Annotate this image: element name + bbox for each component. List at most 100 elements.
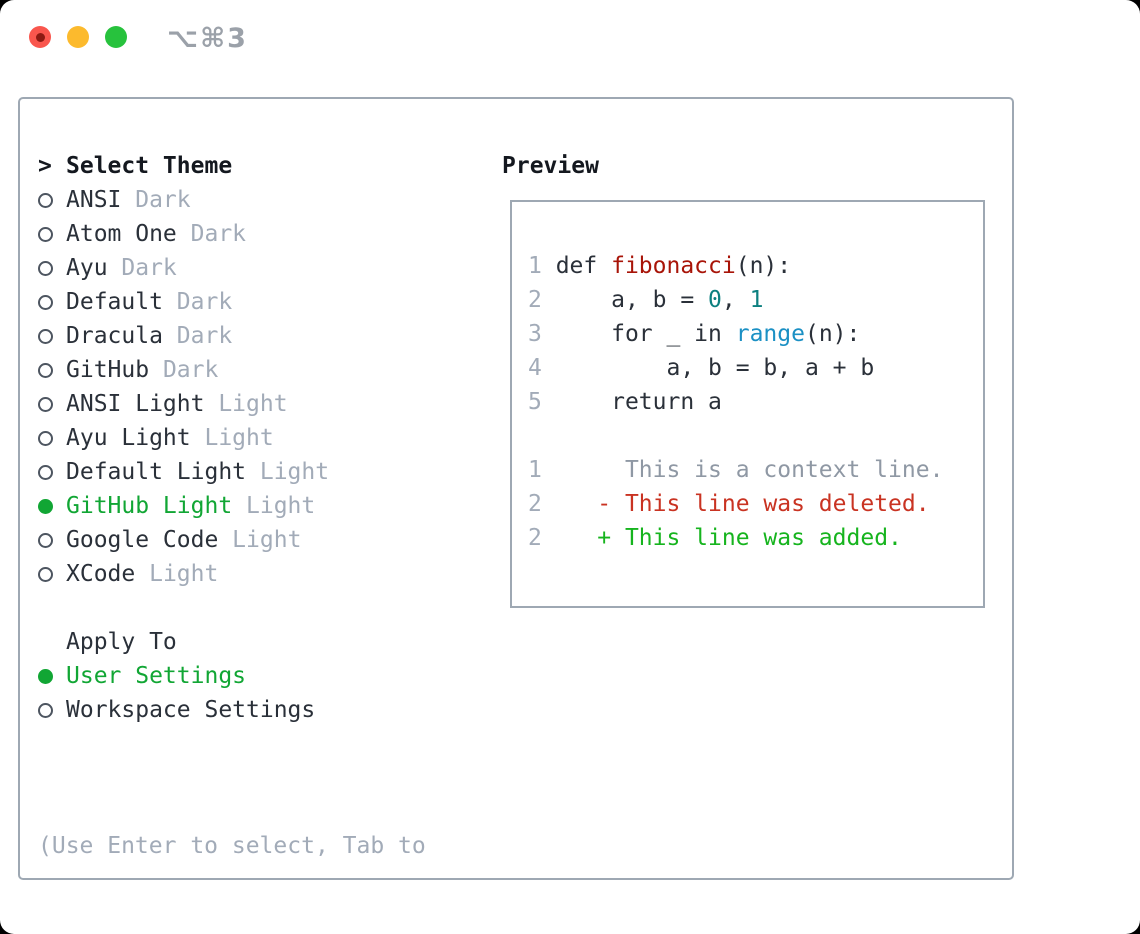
code-line: 1 def fibonacci(n): bbox=[528, 253, 792, 279]
radio-icon bbox=[38, 260, 53, 276]
theme-option[interactable]: Ayu Dark bbox=[38, 251, 426, 285]
code-line: 4 a, b = b, a + b bbox=[528, 355, 875, 381]
spacer bbox=[38, 591, 426, 625]
radio-cell bbox=[38, 668, 66, 684]
theme-option[interactable]: XCode Light bbox=[38, 557, 426, 591]
code-line: 2 - This line was deleted. bbox=[528, 491, 930, 517]
radio-cell bbox=[38, 464, 66, 480]
apply-to-option[interactable]: User Settings bbox=[38, 659, 426, 693]
code-line bbox=[528, 419, 983, 453]
theme-option[interactable]: Dracula Dark bbox=[38, 319, 426, 353]
radio-icon bbox=[38, 702, 53, 718]
spacer bbox=[38, 727, 426, 761]
radio-cell bbox=[38, 362, 66, 378]
radio-cell bbox=[38, 566, 66, 582]
theme-option[interactable]: GitHub Light Light bbox=[38, 489, 426, 523]
radio-cell bbox=[38, 430, 66, 446]
zoom-button[interactable] bbox=[105, 26, 127, 48]
code-line: 5 return a bbox=[528, 389, 722, 415]
radio-cell bbox=[38, 532, 66, 548]
apply-to-header: Apply To bbox=[38, 625, 426, 659]
option-variant: Light bbox=[135, 561, 219, 587]
radio-cell bbox=[38, 226, 66, 242]
code-line: 2 a, b = 0, 1 bbox=[528, 287, 764, 313]
theme-option[interactable]: ANSI Light Light bbox=[38, 387, 426, 421]
window-title: ⌥⌘3 bbox=[167, 23, 248, 54]
preview-title: Preview bbox=[502, 153, 599, 179]
theme-option[interactable]: Google Code Light bbox=[38, 523, 426, 557]
keyboard-hint-line1: (Use Enter to select, Tab to bbox=[38, 833, 426, 859]
option-label: GitHub bbox=[66, 357, 150, 383]
preview-box: 1 def fibonacci(n): 2 a, b = 0, 1 3 for _ … bbox=[510, 200, 985, 608]
option-label: ANSI bbox=[66, 187, 122, 213]
traffic-lights bbox=[29, 26, 127, 48]
option-label: ANSI Light bbox=[66, 391, 205, 417]
option-variant: Light bbox=[218, 527, 302, 553]
preview-column: Preview 1 def fibonacci(n): 2 a, b = 0, 1… bbox=[502, 149, 985, 608]
option-variant: Dark bbox=[149, 357, 219, 383]
theme-option[interactable]: Ayu Light Light bbox=[38, 421, 426, 455]
keyboard-hint: (Use Enter to select, Tab to change focu… bbox=[38, 761, 426, 934]
radio-cell bbox=[38, 328, 66, 344]
preview-header: Preview bbox=[502, 149, 985, 183]
radio-icon bbox=[38, 566, 53, 582]
theme-option[interactable]: GitHub Dark bbox=[38, 353, 426, 387]
option-label: Google Code bbox=[66, 527, 219, 553]
radio-selected-icon bbox=[38, 668, 53, 684]
radio-selected-icon bbox=[38, 498, 53, 514]
caret-icon: > bbox=[38, 153, 52, 179]
code-block: 1 def fibonacci(n): 2 a, b = 0, 1 3 for _ … bbox=[528, 249, 983, 555]
radio-cell bbox=[38, 192, 66, 208]
theme-option[interactable]: ANSI Dark bbox=[38, 183, 426, 217]
radio-icon bbox=[38, 430, 53, 446]
apply-to-option[interactable]: Workspace Settings bbox=[38, 693, 426, 727]
theme-option[interactable]: Default Light Light bbox=[38, 455, 426, 489]
close-button[interactable] bbox=[29, 26, 51, 48]
radio-cell bbox=[38, 260, 66, 276]
option-label: XCode bbox=[66, 561, 136, 587]
option-label: User Settings bbox=[66, 663, 247, 689]
option-variant: Dark bbox=[107, 255, 177, 281]
option-label: Workspace Settings bbox=[66, 697, 316, 723]
radio-cell bbox=[38, 396, 66, 412]
radio-cell bbox=[38, 498, 66, 514]
option-variant: Light bbox=[190, 425, 274, 451]
radio-icon bbox=[38, 192, 53, 208]
theme-option[interactable]: Default Dark bbox=[38, 285, 426, 319]
radio-cell bbox=[38, 294, 66, 310]
theme-option[interactable]: Atom One Dark bbox=[38, 217, 426, 251]
radio-icon bbox=[38, 396, 53, 412]
minimize-button[interactable] bbox=[67, 26, 89, 48]
theme-picker-header: > Select Theme bbox=[38, 149, 426, 183]
option-label: GitHub Light bbox=[66, 493, 233, 519]
radio-icon bbox=[38, 532, 53, 548]
option-variant: Dark bbox=[121, 187, 191, 213]
close-dot-icon bbox=[35, 32, 45, 42]
radio-cell bbox=[38, 702, 66, 718]
option-label: Default Light bbox=[66, 459, 247, 485]
code-line: 2 + This line was added. bbox=[528, 525, 902, 551]
theme-picker-title: Select Theme bbox=[66, 153, 233, 179]
option-variant: Light bbox=[232, 493, 316, 519]
code-line: 3 for _ in range(n): bbox=[528, 321, 861, 347]
option-label: Atom One bbox=[66, 221, 177, 247]
apply-to-title: Apply To bbox=[66, 629, 177, 655]
option-variant: Light bbox=[204, 391, 288, 417]
option-variant: Dark bbox=[162, 289, 233, 315]
option-label: Default bbox=[66, 289, 163, 315]
option-label: Ayu Light bbox=[66, 425, 191, 451]
radio-icon bbox=[38, 362, 53, 378]
radio-icon bbox=[38, 226, 53, 242]
option-label: Ayu bbox=[66, 255, 108, 281]
option-variant: Light bbox=[246, 459, 330, 485]
radio-icon bbox=[38, 464, 53, 480]
radio-icon bbox=[38, 294, 53, 310]
option-variant: Dark bbox=[162, 323, 233, 349]
radio-icon bbox=[38, 328, 53, 344]
code-line: 1 This is a context line. bbox=[528, 457, 944, 483]
